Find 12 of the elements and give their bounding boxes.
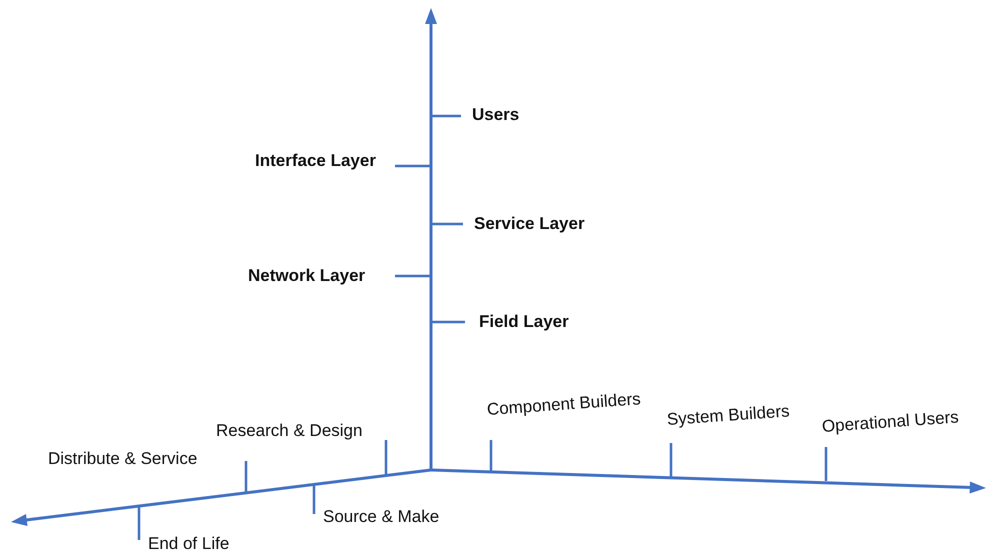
axis-label: Field Layer [479,312,569,332]
axis-label: System Builders [666,401,790,430]
axis-label: Operational Users [821,407,960,437]
axis-label: Network Layer [248,266,366,286]
axis-label: Users [472,105,520,125]
axis-label: Distribute & Service [48,449,198,469]
axis-label: Service Layer [474,214,585,234]
axis-label: Component Builders [486,389,642,420]
axis-label: End of Life [148,534,230,554]
axis-label: Source & Make [323,507,440,527]
axis-label: Interface Layer [255,151,376,171]
axis-label: Research & Design [216,421,362,441]
